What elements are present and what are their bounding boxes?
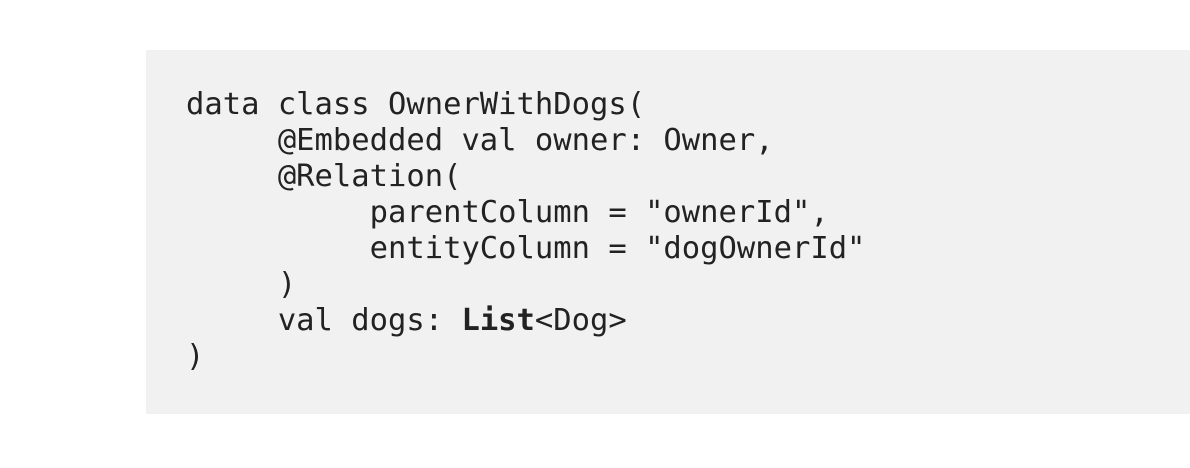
code-line: val dogs: List<Dog>	[186, 303, 865, 339]
code-line: )	[186, 339, 865, 375]
code-line: entityColumn = "dogOwnerId"	[186, 231, 866, 267]
code-text: entityColumn = "dogOwnerId"	[186, 231, 866, 266]
code-lines: data class OwnerWithDogs( @Embedded val …	[186, 87, 865, 375]
code-line: data class OwnerWithDogs(	[186, 87, 865, 123]
code-text: )	[186, 339, 205, 374]
code-text: )	[186, 267, 297, 302]
code-line: parentColumn = "ownerId",	[186, 195, 865, 231]
code-text: data class OwnerWithDogs(	[186, 87, 646, 122]
code-line: @Relation(	[186, 159, 865, 195]
code-line: @Embedded val owner: Owner,	[186, 123, 865, 159]
code-text: <Dog>	[534, 303, 627, 338]
code-block: data class OwnerWithDogs( @Embedded val …	[146, 50, 1190, 414]
code-text: val dogs:	[186, 303, 462, 338]
code-text: @Embedded val owner: Owner,	[186, 123, 774, 158]
code-keyword-bold: List	[461, 303, 535, 338]
code-text: parentColumn = "ownerId",	[186, 195, 829, 230]
code-line: )	[186, 267, 865, 303]
code-text: @Relation(	[186, 159, 462, 194]
